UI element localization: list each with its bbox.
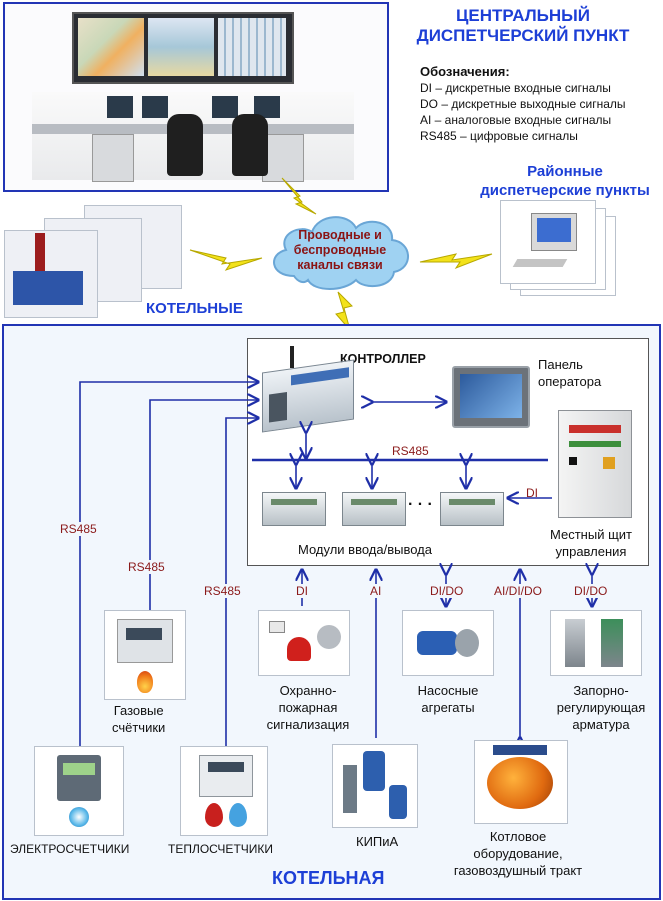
district-card-front bbox=[500, 200, 596, 284]
antenna bbox=[290, 346, 294, 368]
valve-icon bbox=[565, 619, 585, 667]
controller-title: КОНТРОЛЛЕР bbox=[340, 352, 426, 366]
bell-icon bbox=[317, 625, 341, 649]
io-ellipsis: · · · bbox=[408, 496, 433, 513]
valve-icon bbox=[601, 619, 623, 667]
legend-item: RS485 – цифровые сигналы bbox=[420, 129, 578, 143]
central-dispatch-title: ЦЕНТРАЛЬНЫЙ ДИСПЕТЧЕРСКИЙ ПУНКТ bbox=[416, 6, 630, 45]
boiler-icon bbox=[487, 757, 553, 809]
gas-rs485-label: RS485 bbox=[128, 560, 165, 574]
legend-item: AI – аналоговые входные сигналы bbox=[420, 113, 612, 127]
gas-meters-label: Газовые счётчики bbox=[112, 703, 166, 735]
heat-rs485-label: RS485 bbox=[204, 584, 241, 598]
fire-signal-label: DI bbox=[296, 584, 308, 598]
legend: Обозначения: DI – дискретные входные сиг… bbox=[420, 64, 626, 144]
pump-card bbox=[402, 610, 494, 676]
operator-panel-label: Панель оператора bbox=[538, 357, 602, 389]
local-di-label: DI bbox=[526, 486, 538, 500]
red-drop-icon bbox=[205, 803, 223, 827]
heat-meter-card bbox=[180, 746, 268, 836]
fire-alarm-card bbox=[258, 610, 350, 676]
control-room-image bbox=[32, 92, 354, 182]
pump-signal-label: DI/DO bbox=[430, 584, 464, 598]
heat-meters-label: ТЕПЛОСЧЕТЧИКИ bbox=[168, 842, 274, 856]
cloud-text: Проводные и беспроводные каналы связи bbox=[293, 228, 387, 272]
valve-label: Запорно- регулирующая арматура bbox=[556, 683, 646, 732]
flame-icon bbox=[137, 671, 153, 693]
legend-heading: Обозначения: bbox=[420, 64, 510, 79]
boiler-equipment-card bbox=[474, 740, 568, 824]
kip-card bbox=[332, 744, 418, 828]
local-control-label: Местный щит управления bbox=[550, 527, 632, 559]
boiler-signal-label: AI/DI/DO bbox=[494, 584, 543, 598]
blue-drop-icon bbox=[229, 803, 247, 827]
sensor-icon bbox=[363, 751, 385, 791]
rs485-bus-label: RS485 bbox=[392, 444, 429, 458]
fire-alarm-label: Охранно- пожарная сигнализация bbox=[266, 683, 350, 732]
valve-card bbox=[550, 610, 642, 676]
boiler-house-title: КОТЕЛЬНАЯ bbox=[272, 868, 385, 888]
elec-meters-label: ЭЛЕКТРОСЧЕТЧИКИ bbox=[10, 842, 130, 856]
computer-icon bbox=[531, 213, 577, 251]
kip-label: КИПиА bbox=[356, 834, 399, 849]
io-module bbox=[342, 492, 406, 526]
legend-item: DO – дискретные выходные сигналы bbox=[420, 97, 626, 111]
pump-icon bbox=[417, 631, 457, 655]
lightbulb-icon bbox=[69, 807, 89, 827]
legend-item: DI – дискретные входные сигналы bbox=[420, 81, 611, 95]
gas-meter-card bbox=[104, 610, 186, 700]
boiler-equipment-label: Котловое оборудование, газовоздушный тра… bbox=[453, 829, 583, 878]
valve-signal-label: DI/DO bbox=[574, 584, 608, 598]
elec-rs485-label: RS485 bbox=[60, 522, 97, 536]
local-control-cabinet bbox=[558, 410, 632, 518]
network-cloud bbox=[273, 216, 409, 290]
io-modules-label: Модули ввода/вывода bbox=[298, 542, 432, 557]
io-module bbox=[262, 492, 326, 526]
kip-signal-label: AI bbox=[370, 584, 382, 598]
boiler-card-front bbox=[4, 230, 98, 318]
video-wall-image bbox=[72, 12, 294, 84]
siren-icon bbox=[287, 637, 311, 661]
boilers-label: КОТЕЛЬНЫЕ bbox=[146, 300, 243, 317]
elec-meter-card bbox=[34, 746, 124, 836]
district-dispatch-title: Районные диспетчерские пункты bbox=[480, 163, 650, 199]
io-module bbox=[440, 492, 504, 526]
pump-label: Насосные агрегаты bbox=[417, 683, 479, 715]
operator-panel-device bbox=[452, 366, 530, 428]
